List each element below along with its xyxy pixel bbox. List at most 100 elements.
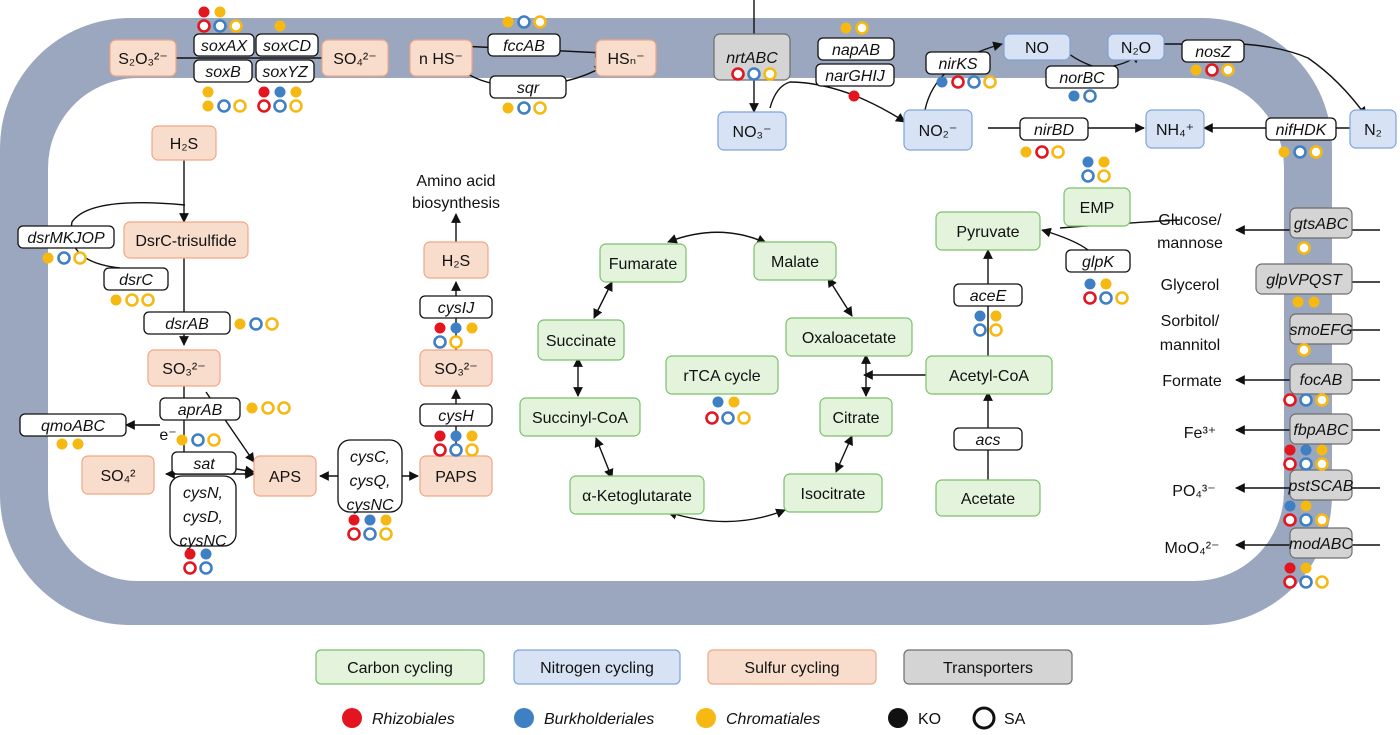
gene-nifHDK: nifHDK bbox=[1265, 117, 1337, 141]
emp-dots bbox=[1097, 169, 1111, 183]
emp-box-label: EMP bbox=[1080, 200, 1115, 217]
gene-cysH-label: cysH bbox=[438, 408, 474, 425]
cysH-dots bbox=[450, 430, 462, 442]
fccAB-dots bbox=[533, 15, 547, 29]
cysNDNC-dots bbox=[184, 548, 196, 560]
acetylcoa-box-label: Acetyl-CoA bbox=[949, 368, 1029, 385]
gene-cysIJ: cysIJ bbox=[419, 295, 493, 319]
gene-sat-label: sat bbox=[193, 456, 215, 473]
cysNDNC-dots bbox=[183, 561, 197, 575]
n2-box-label: N₂ bbox=[1364, 122, 1382, 139]
modABC-dots bbox=[1299, 575, 1313, 589]
rtca-box-label: rTCA cycle bbox=[683, 368, 760, 385]
gtsABC-box-label: gtsABC bbox=[1294, 216, 1349, 233]
soxAX-dots bbox=[229, 19, 243, 33]
so4-out-box-rect bbox=[321, 39, 389, 77]
cysCQNC-dots bbox=[380, 514, 392, 526]
soxB-dots bbox=[202, 100, 214, 112]
cysIJ-dots bbox=[433, 335, 447, 349]
nh4-box-rect bbox=[1145, 109, 1205, 149]
gene-cysNDNC: cysN,cysD,cysNC bbox=[169, 475, 237, 550]
focAB-box-label: focAB bbox=[1300, 372, 1343, 389]
cysIJ-dots bbox=[449, 335, 463, 349]
akg-box-label: α-Ketoglutarate bbox=[582, 488, 692, 505]
h2s-left-box: H₂S bbox=[151, 125, 217, 161]
cysNDNC-dots bbox=[200, 548, 212, 560]
legend-ko-marker bbox=[888, 708, 908, 728]
gene-cysCQNC: cysC,cysQ,cysNC bbox=[337, 439, 403, 514]
acetate-box-label: Acetate bbox=[961, 491, 1015, 508]
pstSCAB-dots bbox=[1283, 513, 1297, 527]
aprAB-dots bbox=[191, 433, 205, 447]
s2o3-box-label: S₂O₃²⁻ bbox=[118, 51, 168, 68]
n2o-box-rect bbox=[1107, 33, 1165, 61]
gene-narGHIJ-label: narGHIJ bbox=[825, 68, 886, 85]
dsrC-dots bbox=[125, 293, 139, 307]
akg-box: α-Ketoglutarate bbox=[569, 475, 705, 515]
dsrc-trisulfide-box-rect bbox=[123, 221, 249, 259]
oxaloacetate-box-label: Oxaloacetate bbox=[802, 330, 896, 347]
emp-dots bbox=[1098, 156, 1110, 168]
rtca-dots bbox=[712, 396, 724, 408]
nirKS-dots bbox=[936, 76, 948, 88]
modABC-dots bbox=[1315, 575, 1329, 589]
formate-label: Formate bbox=[1162, 373, 1222, 390]
gene-aprAB-label: aprAB bbox=[178, 402, 223, 419]
n2-box: N₂ bbox=[1349, 109, 1397, 149]
nifHDK-dots bbox=[1278, 146, 1290, 158]
fbpABC-dots bbox=[1315, 457, 1329, 471]
fbpABC-dots bbox=[1316, 444, 1328, 456]
modABC-box-rect bbox=[1289, 527, 1353, 559]
so4-left-box-label: SO₄² bbox=[101, 468, 137, 485]
soxB-dots bbox=[233, 99, 247, 113]
gene-sat: sat bbox=[171, 451, 237, 475]
malate-box-label: Malate bbox=[771, 254, 819, 271]
sorbitol-line2: mannitol bbox=[1160, 337, 1220, 354]
pyruvate-box: Pyruvate bbox=[935, 211, 1041, 251]
glpVPQST-box: glpVPQST bbox=[1255, 263, 1353, 295]
gene-norBC-label: norBC bbox=[1059, 70, 1105, 87]
rtca-box: rTCA cycle bbox=[665, 355, 779, 395]
modABC-dots bbox=[1284, 562, 1296, 574]
no-box: NO bbox=[1003, 33, 1071, 61]
rtca-box-rect bbox=[665, 355, 779, 395]
fccAB-dots bbox=[502, 16, 514, 28]
dsrAB-dots bbox=[265, 317, 279, 331]
emp-box: EMP bbox=[1063, 187, 1131, 227]
succinylcoa-box-rect bbox=[519, 397, 641, 437]
glucose-line2: mannose bbox=[1157, 235, 1223, 252]
legend-rhizobiales-marker bbox=[342, 708, 362, 728]
dsrMKJOP-dots bbox=[42, 252, 54, 264]
gene-soxCD: soxCD bbox=[255, 33, 319, 57]
glpVPQST-box-label: glpVPQST bbox=[1266, 272, 1343, 289]
pyruvate-box-label: Pyruvate bbox=[956, 224, 1019, 241]
gene-dsrMKJOP: dsrMKJOP bbox=[17, 225, 115, 249]
sqr-dots bbox=[533, 101, 547, 115]
malate-box-rect bbox=[753, 241, 837, 281]
h2s-left-box-label: H₂S bbox=[170, 136, 198, 153]
gene-soxYZ: soxYZ bbox=[255, 59, 315, 83]
h2s-left-box-rect bbox=[151, 125, 217, 161]
nrtABC-dots bbox=[763, 67, 777, 81]
fbpABC-dots bbox=[1300, 444, 1312, 456]
legend-burkholderiales-label: Burkholderiales bbox=[544, 711, 654, 728]
cysH-dots bbox=[465, 443, 479, 457]
cysCQNC-dots bbox=[379, 527, 393, 541]
dsrAB-dots bbox=[234, 318, 246, 330]
glpVPQST-box-rect bbox=[1255, 263, 1353, 295]
gene-dsrAB-label: dsrAB bbox=[165, 316, 209, 333]
gene-cysNDNC-line: cysD, bbox=[183, 509, 223, 526]
so3-left-box: SO₃²⁻ bbox=[147, 349, 221, 387]
glucose-line1: Glucose/ bbox=[1158, 212, 1222, 229]
soxAX-dots bbox=[197, 19, 211, 33]
nirBD-dots bbox=[1051, 145, 1065, 159]
pstSCAB-dots bbox=[1284, 500, 1296, 512]
smoEFG-dots bbox=[1297, 343, 1311, 357]
gene-nirBD-label: nirBD bbox=[1034, 122, 1074, 139]
smoEFG-box: smoEFG bbox=[1289, 313, 1353, 345]
nirBD-dots bbox=[1020, 146, 1032, 158]
modABC-box-label: modABC bbox=[1289, 536, 1353, 553]
soxYZ-dots bbox=[258, 86, 270, 98]
fbpABC-box-rect bbox=[1289, 413, 1353, 445]
nifHDK-dots bbox=[1309, 145, 1323, 159]
